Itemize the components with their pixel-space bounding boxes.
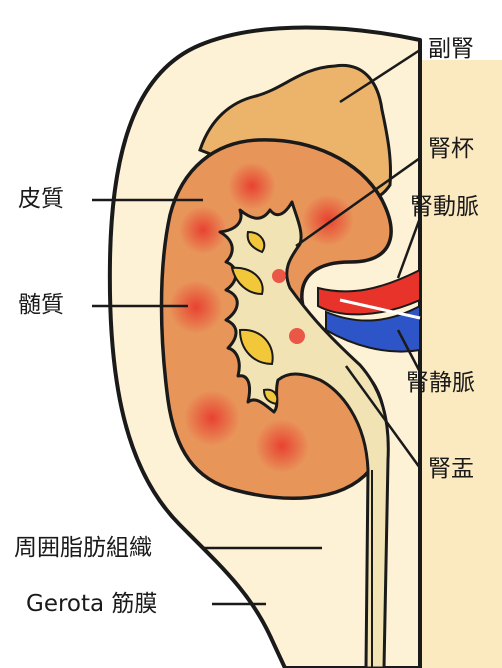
label-gerota-fascia: Gerota 筋膜 [26, 593, 157, 616]
label-medulla: 髄質 [18, 294, 64, 317]
label-renal-artery: 腎動脈 [410, 196, 479, 219]
label-calyx: 腎杯 [428, 138, 474, 161]
label-renal-vein: 腎静脈 [406, 372, 475, 395]
pelvis-spot [289, 328, 305, 344]
label-cortex: 皮質 [18, 188, 64, 211]
label-pelvis: 腎盂 [428, 458, 474, 481]
label-perirenal-fat: 周囲脂肪組織 [14, 537, 152, 560]
label-adrenal: 副腎 [428, 38, 474, 61]
pelvis-spot [272, 269, 286, 283]
